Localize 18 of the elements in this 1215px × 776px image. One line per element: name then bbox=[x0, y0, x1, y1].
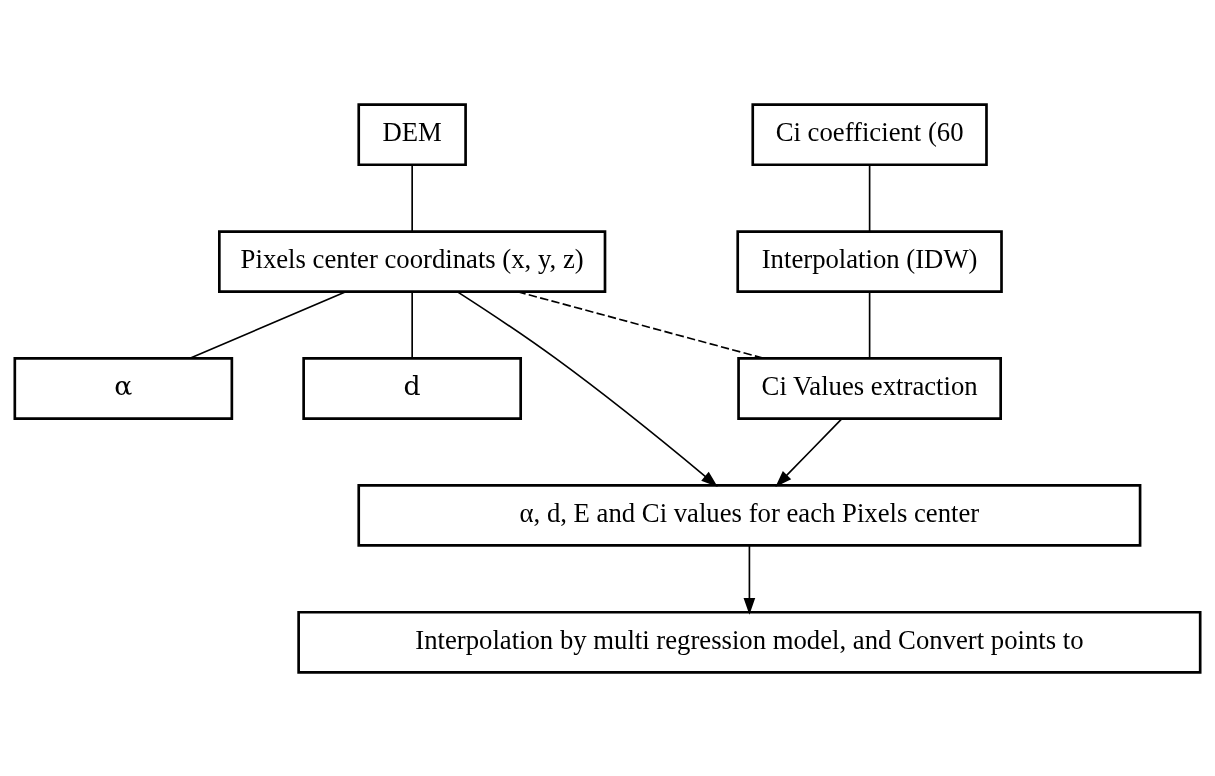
node-box: d bbox=[302, 356, 522, 420]
connector bbox=[516, 290, 765, 359]
node-box: Interpolation by multi regression model, and Convert points to bbox=[297, 610, 1202, 674]
node-box: Pixels center coordinats (x, y, z) bbox=[218, 229, 607, 293]
arrow bbox=[775, 417, 843, 487]
arrow bbox=[743, 544, 756, 615]
connector bbox=[868, 163, 871, 232]
connector bbox=[868, 290, 871, 359]
arrow bbox=[456, 290, 718, 487]
node-box: Interpolation (IDW) bbox=[736, 229, 1003, 293]
node-box: α, d, E and Ci values for each Pixels center bbox=[357, 483, 1142, 547]
node-box: α bbox=[13, 356, 234, 420]
node-box: Ci coefficient (60 bbox=[751, 102, 988, 166]
connector bbox=[189, 290, 346, 359]
node-box: Ci Values extraction bbox=[737, 356, 1002, 420]
connector bbox=[411, 290, 413, 359]
node-box: DEM bbox=[357, 102, 467, 166]
connector bbox=[411, 163, 413, 232]
